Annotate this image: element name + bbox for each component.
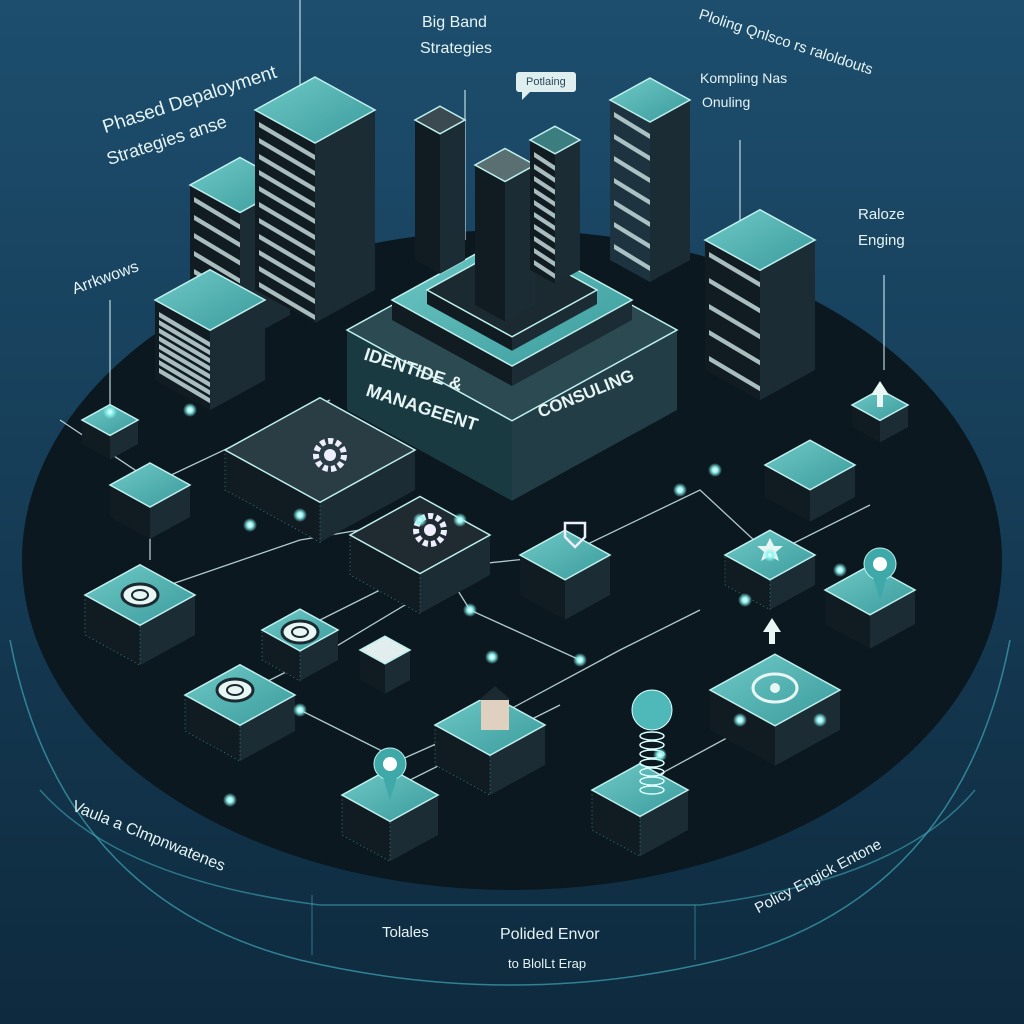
tower-2	[473, 147, 537, 322]
glow-dot	[183, 403, 197, 417]
glow-dot	[673, 483, 687, 497]
building-left-base	[153, 268, 267, 411]
label-tools: Tolales	[382, 924, 429, 941]
tower-3	[528, 125, 582, 284]
glow-dot	[293, 703, 307, 717]
building-left-2	[253, 76, 377, 323]
tile-cylinder	[358, 635, 412, 694]
outer-ring	[9, 639, 1011, 986]
glow-dot	[413, 513, 427, 527]
shield-icon	[563, 521, 587, 549]
glow-dot	[813, 713, 827, 727]
map-pin-icon	[373, 747, 407, 800]
circle-target-icon	[215, 677, 255, 703]
glow-dot	[833, 563, 847, 577]
glow-dot	[293, 508, 307, 522]
inner-ring	[39, 789, 976, 906]
label-big-bang-sub: Strategies	[420, 40, 493, 57]
circle-target-icon	[280, 619, 320, 645]
spring-icon	[631, 689, 673, 795]
glow-dot	[463, 603, 477, 617]
tile-pin-right	[823, 564, 917, 649]
glow-dot	[573, 653, 587, 667]
glow-dot	[243, 518, 257, 532]
label-big-bang: Big Band	[422, 14, 487, 31]
glow-dot	[733, 713, 747, 727]
tile-right-mid	[763, 439, 857, 522]
glow-dot	[485, 650, 499, 664]
circle-target-icon	[120, 582, 160, 608]
building-icon	[479, 686, 511, 730]
speech-bubble: Potlaing	[516, 72, 576, 100]
glow-dot	[763, 548, 777, 562]
tile-shield-left	[108, 462, 192, 539]
label-rollout-1: Raloze	[858, 206, 905, 223]
label-piloting-3: Onuling	[702, 94, 751, 110]
glow-dot	[653, 748, 667, 762]
tile-star	[723, 529, 817, 611]
glow-dot	[103, 405, 117, 419]
building-right-stack	[703, 208, 817, 401]
tile-clock	[183, 663, 297, 763]
gear-icon	[313, 438, 347, 472]
gear-icon	[413, 513, 447, 547]
tile-left-small	[80, 403, 140, 460]
label-rollout-2: Enging	[858, 232, 905, 249]
glow-dot	[453, 513, 467, 527]
glow-dot	[738, 593, 752, 607]
arrow-up-icon	[763, 618, 781, 644]
glow-dot	[708, 463, 722, 477]
label-policied-sub: to BlolLt Erap	[508, 956, 587, 971]
tower-1	[413, 105, 467, 274]
glow-dot	[223, 793, 237, 807]
tile-shield	[518, 529, 612, 620]
arrow-down-icon	[871, 381, 889, 407]
label-piloting-2: Kompling Nas	[700, 70, 788, 86]
map-pin-icon	[863, 547, 897, 600]
label-policied: Polided Envor	[500, 926, 600, 943]
building-right-tall	[608, 77, 692, 282]
eye-icon	[751, 672, 799, 704]
